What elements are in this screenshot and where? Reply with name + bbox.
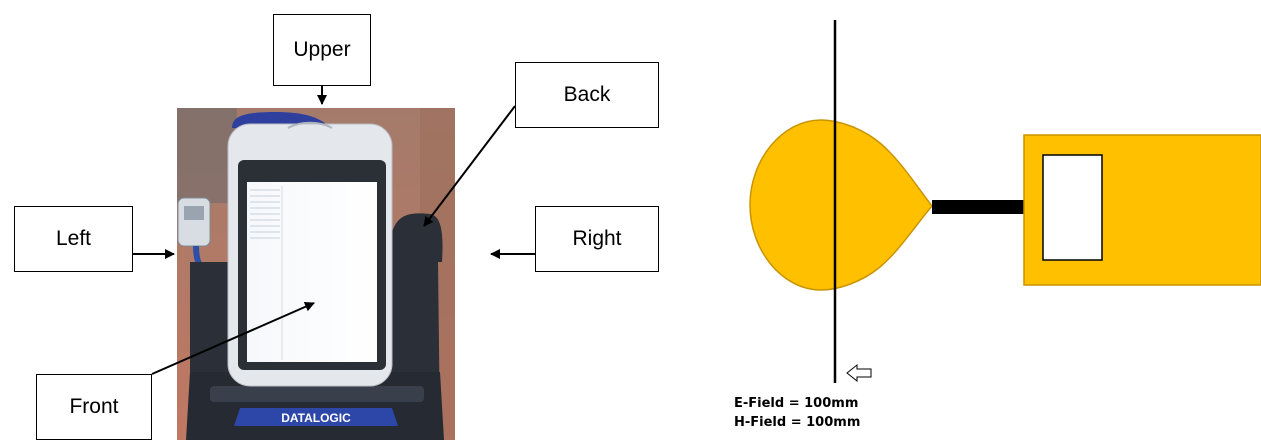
handheld-device xyxy=(227,112,393,387)
antenna-diagram xyxy=(749,20,1261,383)
front-arrow xyxy=(151,302,315,375)
antenna-element xyxy=(749,119,933,291)
cradle: DATALOGIC xyxy=(186,213,444,440)
device-photo: DATALOGIC xyxy=(177,108,455,440)
e-field-note: E-Field = 100mm xyxy=(734,396,859,411)
photo-shelf xyxy=(177,108,237,203)
right-label: Right xyxy=(535,206,659,272)
module-window xyxy=(1042,154,1103,261)
back-arrow xyxy=(423,105,516,227)
left-label: Left xyxy=(14,206,133,272)
ring-scanner xyxy=(177,197,214,279)
h-field-note: H-Field = 100mm xyxy=(734,415,861,430)
back-label: Back xyxy=(515,62,659,128)
front-label: Front xyxy=(36,374,152,440)
device-screen xyxy=(247,182,377,362)
upper-label: Upper xyxy=(273,14,371,86)
left-arrow-outline-icon xyxy=(846,363,872,383)
device-brand-logo: DATALOGIC xyxy=(281,411,351,425)
screen-rows xyxy=(250,189,280,239)
